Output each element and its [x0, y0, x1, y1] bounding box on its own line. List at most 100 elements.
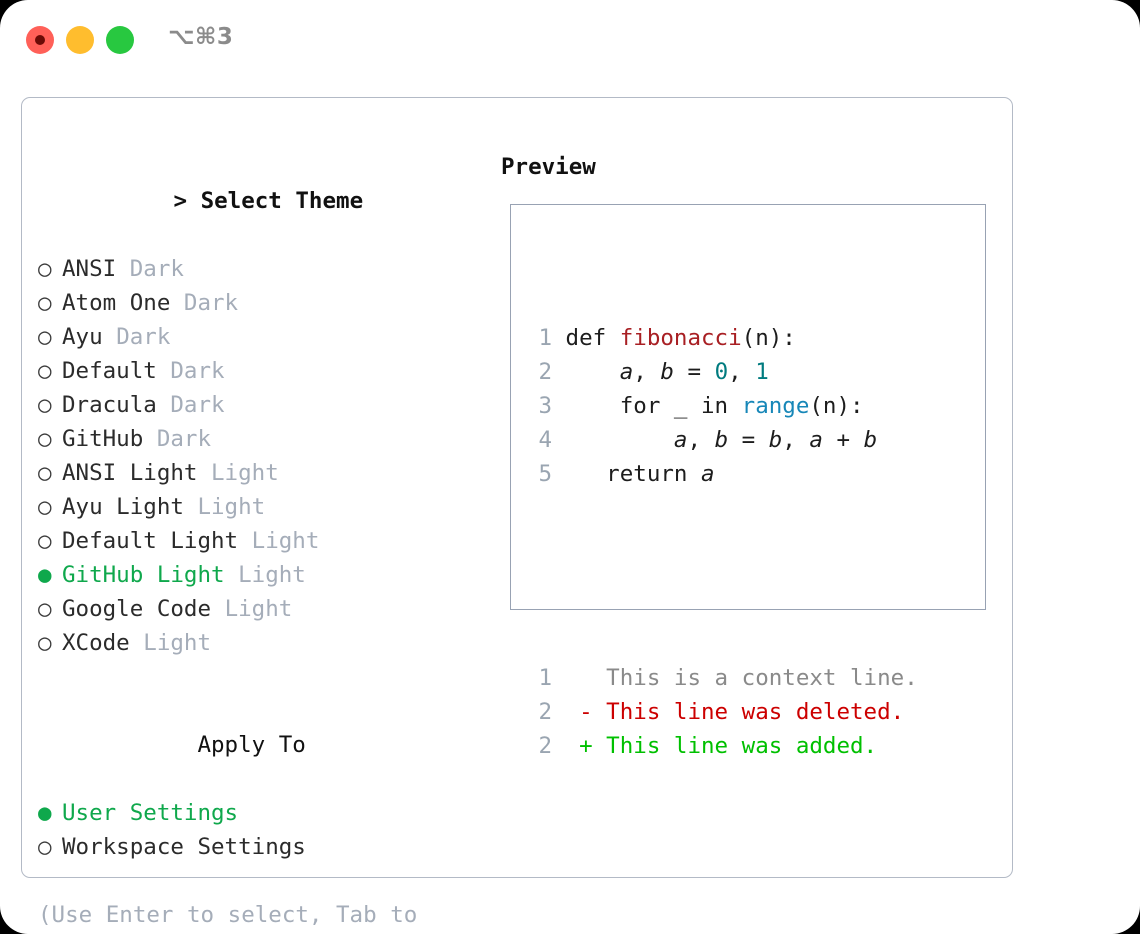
space — [157, 392, 171, 418]
theme-option-label: Ayu Light — [62, 494, 184, 520]
radio-unselected-icon: ○ — [38, 834, 52, 860]
code-token-plain: , — [728, 359, 756, 385]
code-token-plain: def — [565, 325, 620, 351]
theme-option-label: Ayu — [62, 324, 103, 350]
gutter-space — [552, 325, 566, 351]
radio-unselected-icon: ○ — [38, 324, 52, 350]
theme-option-label: ANSI Light — [62, 460, 198, 486]
theme-selector-column: > Select Theme ○ANSI Dark○Atom One Dark○… — [38, 150, 488, 934]
code-token-plain: , — [782, 427, 810, 453]
space — [143, 426, 157, 452]
radio-unselected-icon: ○ — [38, 290, 52, 316]
gutter-space — [552, 393, 566, 419]
apply-to-title: Apply To — [197, 732, 306, 758]
code-token-var: a — [673, 427, 688, 453]
theme-option-label: Default Light — [62, 528, 239, 554]
theme-option-xcode[interactable]: ○ XCode Light — [38, 626, 488, 660]
diff-line-added: 2 + This line was added. — [530, 729, 970, 763]
line-number: 1 — [538, 325, 552, 351]
theme-option-ayu-light[interactable]: ○Ayu Light Light — [38, 490, 488, 524]
code-token-var: b — [863, 427, 878, 453]
code-token-var: a — [701, 461, 715, 487]
code-token-call: range — [741, 393, 810, 419]
code-token-plain: (n): — [741, 325, 796, 351]
code-line: 1 def fibonacci(n): — [530, 321, 970, 355]
theme-option-label: XCode — [62, 630, 130, 656]
apply-option-label: User Settings — [62, 800, 239, 826]
theme-list: ○ANSI Dark○Atom One Dark○Ayu Dark○Defaul… — [38, 252, 488, 660]
radio-selected-icon: ● — [38, 800, 52, 826]
theme-option-variant: Light — [211, 460, 279, 486]
preview-column: Preview 1 def fibonacci(n):2 a, b = 0, 1… — [501, 150, 1001, 759]
code-token-plain — [566, 359, 620, 385]
minimize-button[interactable] — [66, 26, 94, 54]
theme-option-variant: Dark — [116, 324, 171, 350]
keyboard-hint: (Use Enter to select, Tab to change focu… — [38, 902, 418, 928]
theme-option-label: Default — [62, 358, 157, 384]
code-token-var: b — [714, 427, 729, 453]
theme-option-ansi[interactable]: ○ANSI Dark — [38, 252, 488, 286]
theme-option-ansi-light[interactable]: ○ANSI Light Light — [38, 456, 488, 490]
theme-option-label: ANSI — [62, 256, 117, 282]
line-number: 3 — [538, 393, 552, 419]
space — [197, 460, 211, 486]
theme-option-label: GitHub — [62, 426, 144, 452]
spacer-2 — [38, 864, 488, 898]
line-number: 4 — [538, 427, 552, 453]
caret-icon: > — [173, 188, 188, 214]
code-token-var: b — [660, 359, 674, 385]
theme-option-variant: Light — [238, 562, 306, 588]
code-line: 4 a, b = b, a + b — [530, 423, 970, 457]
theme-option-label: Google Code — [62, 596, 212, 622]
theme-option-default-light[interactable]: ○Default Light Light — [38, 524, 488, 558]
theme-option-variant: Light — [224, 596, 293, 622]
space — [157, 358, 171, 384]
diff-line-deleted: 2 - This line was deleted. — [530, 695, 970, 729]
line-number: 5 — [538, 461, 552, 487]
theme-option-variant: Dark — [183, 290, 239, 316]
theme-option-default[interactable]: ○Default Dark — [38, 354, 488, 388]
code-line: 2 a, b = 0, 1 — [530, 355, 970, 389]
space — [184, 494, 198, 520]
theme-option-github[interactable]: ○GitHub Dark — [38, 422, 488, 456]
code-token-plain: , — [633, 359, 661, 385]
radio-unselected-icon: ○ — [38, 630, 52, 656]
diff-line-text: - This line was deleted. — [552, 699, 905, 725]
theme-option-github-light[interactable]: ●GitHub Light Light — [38, 558, 488, 592]
diff-line-text: This is a context line. — [552, 665, 918, 691]
spacer — [38, 660, 488, 694]
gutter-space — [552, 461, 566, 487]
theme-option-atom-one[interactable]: ○ Atom One Dark — [38, 286, 488, 320]
code-token-var: a — [809, 427, 823, 453]
select-theme-title: Select Theme — [200, 188, 364, 214]
code-token-var: a — [619, 359, 634, 385]
theme-option-google-code[interactable]: ○ Google Code Light — [38, 592, 488, 626]
space — [170, 290, 184, 316]
code-token-plain: + — [822, 427, 864, 453]
theme-option-dracula[interactable]: ○Dracula Dark — [38, 388, 488, 422]
main-panel: > Select Theme ○ANSI Dark○Atom One Dark○… — [21, 97, 1013, 928]
apply-option-user-settings[interactable]: ● User Settings — [38, 796, 488, 830]
apply-option-label: Workspace Settings — [62, 834, 306, 860]
theme-option-label: Atom One — [62, 290, 171, 316]
select-theme-header: > Select Theme — [38, 150, 488, 252]
theme-option-variant: Dark — [170, 392, 225, 418]
gutter-space — [552, 359, 566, 385]
close-button[interactable] — [26, 26, 54, 54]
diff-line-text: + This line was added. — [552, 733, 878, 759]
code-diff-spacer — [530, 559, 970, 593]
apply-option-workspace-settings[interactable]: ○ Workspace Settings — [38, 830, 488, 864]
theme-option-ayu[interactable]: ○ Ayu Dark — [38, 320, 488, 354]
theme-option-label: GitHub Light — [62, 562, 225, 588]
apply-to-list: ● User Settings ○ Workspace Settings — [38, 796, 488, 864]
radio-unselected-icon: ○ — [38, 596, 52, 622]
space — [103, 324, 117, 350]
maximize-button[interactable] — [106, 26, 134, 54]
theme-option-variant: Light — [143, 630, 212, 656]
space — [130, 630, 144, 656]
code-token-num: 0 — [714, 359, 729, 385]
radio-unselected-icon: ○ — [38, 528, 52, 554]
line-number: 2 — [538, 733, 552, 759]
